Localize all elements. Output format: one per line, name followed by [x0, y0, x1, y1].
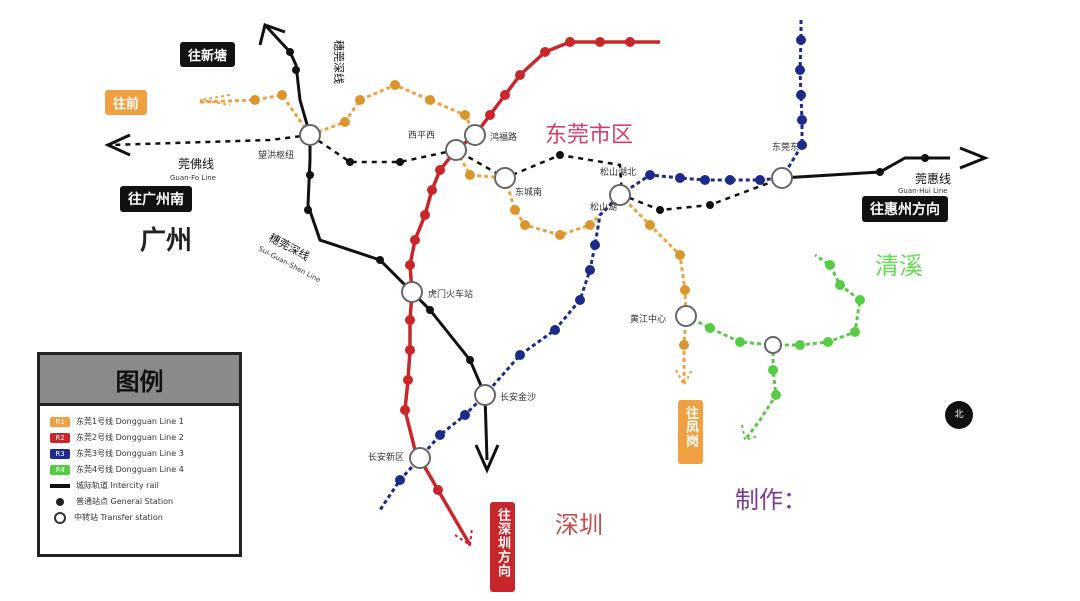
- legend-text: 东莞2号线 Dongguan Line 2: [76, 433, 184, 442]
- line-3-stations: [395, 35, 807, 485]
- station-label: 西平西: [408, 130, 435, 141]
- direction-fenggang: 往凤岗: [678, 400, 703, 464]
- legend-text: 东莞4号线 Dongguan Line 4: [76, 465, 184, 474]
- legend-line-swatch: [50, 483, 70, 488]
- legend-badge: R2: [50, 432, 70, 443]
- legend-text: 普通站点 General Station: [76, 497, 174, 506]
- legend-ring-icon: [54, 511, 66, 524]
- continuation-arrows: [199, 94, 759, 547]
- direction-guangzhou-south: 往广州南: [120, 186, 192, 212]
- legend-badge: R3: [50, 448, 70, 459]
- legend-title: 图例: [40, 355, 239, 406]
- line-4-branch: [743, 345, 778, 441]
- station-label: 黄江中心: [630, 313, 666, 325]
- direction-fuqian: 往前: [105, 90, 148, 115]
- region-dongguan: 东莞市区: [545, 123, 634, 148]
- line-2-stations: [400, 37, 635, 495]
- direction-text: 往深圳方向: [495, 508, 510, 578]
- legend-text: 东莞1号线 Dongguan Line 1: [76, 417, 184, 426]
- legend-row-line2: R2 东莞2号线 Dongguan Line 2: [50, 430, 229, 445]
- direction-text: 往凤岗: [683, 406, 698, 448]
- station-label: 虎门火车站: [428, 288, 473, 300]
- direction-huizhou: 往惠州方向: [862, 196, 948, 222]
- legend: 图例 R1 东莞1号线 Dongguan Line 1 R2 东莞2号线 Dongg…: [37, 352, 242, 557]
- line-name-guanfo: 莞佛线: [178, 157, 214, 171]
- legend-text: 东莞3号线 Dongguan Line 3: [76, 449, 184, 458]
- legend-badge: R1: [50, 416, 70, 427]
- region-guangzhou: 广州: [140, 226, 193, 256]
- station-label: 东莞东: [772, 141, 799, 153]
- line-name-guanhui-en: Guan-Hui Line: [898, 187, 948, 195]
- line-name-guanfo-en: Guan-Fo Line: [170, 174, 216, 182]
- legend-row-line1: R1 东莞1号线 Dongguan Line 1: [50, 414, 229, 429]
- line-1-stations: [250, 80, 690, 350]
- intercity-stations: [286, 48, 929, 364]
- direction-arrows: [104, 23, 990, 474]
- direction-text: 往惠州方向: [870, 202, 940, 218]
- compass-text: 北: [954, 410, 964, 420]
- station-label: 东城南: [515, 186, 542, 198]
- direction-text: 往前: [113, 97, 140, 112]
- direction-xintang: 往新塘: [180, 42, 236, 67]
- station-label: 望洪枢纽: [258, 149, 294, 161]
- legend-row-line4: R4 东莞4号线 Dongguan Line 4: [50, 462, 229, 477]
- region-shenzhen: 深圳: [555, 511, 603, 539]
- line-name-guanhui: 莞惠线: [915, 172, 951, 186]
- station-label: 长安金沙: [500, 391, 536, 403]
- direction-text: 往广州南: [128, 192, 184, 208]
- legend-row-general: 普通站点 General Station: [50, 494, 229, 509]
- line-4-stations: [705, 260, 865, 400]
- line-name-north: 穗莞深线: [332, 40, 346, 84]
- station-label: 松山湖北: [600, 166, 636, 178]
- legend-text: 城际轨道 Intercity rail: [76, 481, 159, 490]
- legend-row-transfer: 中转站 Transfer station: [50, 510, 229, 525]
- intercity-lines: [263, 23, 950, 461]
- legend-dot-icon: [56, 497, 64, 506]
- credit-label: 制作：: [735, 486, 807, 514]
- region-qingxi: 清溪: [875, 252, 923, 280]
- station-label: 鸿福路: [490, 131, 517, 143]
- north-compass-icon: 北: [945, 401, 973, 429]
- direction-shenzhen: 往深圳方向: [490, 502, 515, 592]
- line-1-path: [199, 83, 688, 385]
- legend-row-intercity: 城际轨道 Intercity rail: [50, 478, 229, 493]
- station-label: 松山湖: [590, 201, 617, 213]
- legend-row-line3: R3 东莞3号线 Dongguan Line 3: [50, 446, 229, 461]
- legend-body: R1 东莞1号线 Dongguan Line 1 R2 东莞2号线 Dongguan…: [40, 406, 239, 534]
- station-label: 长安新区: [368, 451, 404, 463]
- legend-badge: R4: [50, 464, 70, 475]
- transfer-stations: [299, 124, 793, 469]
- legend-text: 中转站 Transfer station: [74, 513, 163, 522]
- direction-text: 往新塘: [188, 49, 228, 64]
